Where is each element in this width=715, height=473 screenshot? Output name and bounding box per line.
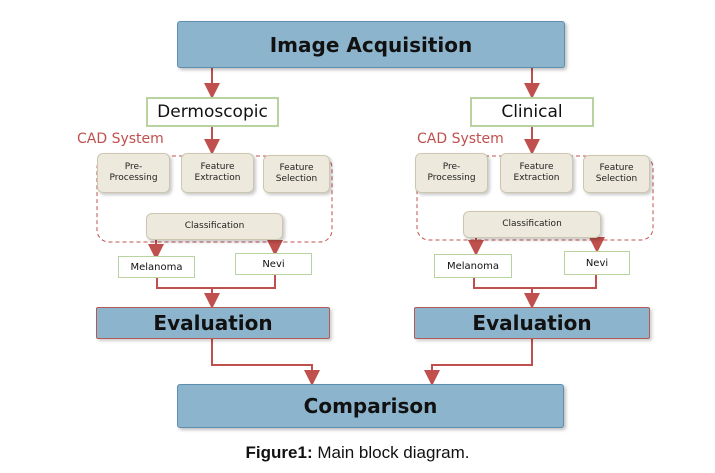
classification-label-left: Classification xyxy=(184,221,245,231)
pre-processing-box-right: Pre- Processing xyxy=(415,153,488,193)
image-acquisition-label: Image Acquisition xyxy=(269,32,473,57)
classification-box-left: Classification xyxy=(146,213,283,240)
image-acquisition-box: Image Acquisition xyxy=(177,21,565,68)
evaluation-label-right: Evaluation xyxy=(472,311,592,335)
pre-processing-label-left: Pre- Processing xyxy=(109,162,158,183)
cad-system-label-left: CAD System xyxy=(77,131,164,147)
nevi-label-right: Nevi xyxy=(585,257,609,269)
melanoma-box-left: Melanoma xyxy=(118,256,195,278)
classification-box-right: Classification xyxy=(463,211,601,238)
figure-caption: Figure1: Main block diagram. xyxy=(0,443,715,463)
feature-selection-box-left: Feature Selection xyxy=(263,155,330,193)
evaluation-box-left: Evaluation xyxy=(96,307,330,339)
feature-extraction-label-left: Feature Extraction xyxy=(194,162,241,183)
comparison-box: Comparison xyxy=(177,384,564,428)
pre-processing-label-right: Pre- Processing xyxy=(427,162,476,183)
classification-label-right: Classification xyxy=(502,219,562,229)
feature-extraction-label-right: Feature Extraction xyxy=(513,162,560,183)
figure-caption-label: Figure1: xyxy=(245,443,313,462)
nevi-box-left: Nevi xyxy=(235,253,312,275)
evaluation-box-right: Evaluation xyxy=(414,307,650,339)
feature-selection-label-left: Feature Selection xyxy=(275,163,318,184)
nevi-box-right: Nevi xyxy=(564,251,630,275)
melanoma-box-right: Melanoma xyxy=(434,254,512,278)
nevi-label-left: Nevi xyxy=(262,258,285,270)
cad-system-label-right: CAD System xyxy=(417,131,504,147)
feature-selection-box-right: Feature Selection xyxy=(583,155,650,193)
clinical-label: Clinical xyxy=(501,102,563,122)
melanoma-label-left: Melanoma xyxy=(130,261,183,273)
feature-extraction-box-left: Feature Extraction xyxy=(181,153,254,193)
comparison-label: Comparison xyxy=(303,394,438,418)
figure-caption-text: Main block diagram. xyxy=(312,443,470,462)
evaluation-label-left: Evaluation xyxy=(153,311,273,335)
melanoma-label-right: Melanoma xyxy=(446,260,499,272)
dermoscopic-label: Dermoscopic xyxy=(157,102,268,122)
clinical-box: Clinical xyxy=(470,97,594,127)
dermoscopic-box: Dermoscopic xyxy=(146,97,279,127)
feature-extraction-box-right: Feature Extraction xyxy=(500,153,573,193)
pre-processing-box-left: Pre- Processing xyxy=(97,153,170,193)
feature-selection-label-right: Feature Selection xyxy=(595,163,638,184)
